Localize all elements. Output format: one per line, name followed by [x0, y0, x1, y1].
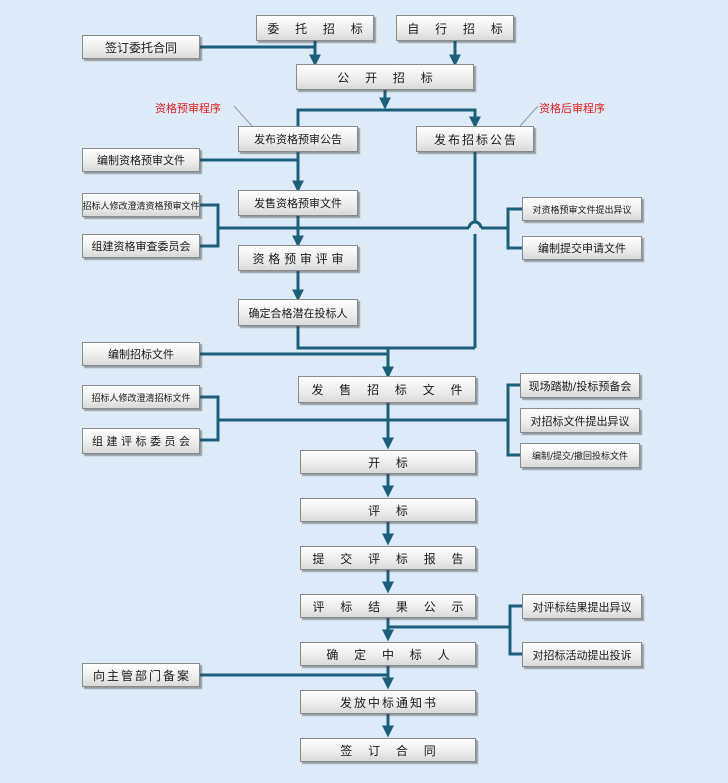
prequal-objection-box: 对资格预审文件提出异议 — [522, 197, 642, 221]
sign-entrust-contract-box: 签订委托合同 — [82, 35, 200, 59]
modify-tender-docs-box: 招标人修改澄清招标文件 — [82, 385, 200, 409]
publish-prequal-notice-box: 发布资格预审公告 — [238, 126, 358, 152]
open-tender-box: 公 开 招 标 — [296, 64, 474, 90]
tender-doc-objection-box: 对招标文件提出异议 — [520, 408, 640, 433]
compile-application-box: 编制提交申请文件 — [522, 236, 642, 260]
submit-eval-report-box: 提 交 评 标 报 告 — [300, 546, 476, 570]
result-objection-box: 对评标结果提出异议 — [522, 594, 642, 619]
form-eval-committee-box: 组 建 评 标 委 员 会 — [82, 428, 200, 454]
bid-evaluation-box: 评 标 — [300, 498, 476, 522]
publish-tender-notice-box: 发布招标公告 — [416, 126, 534, 152]
determine-qualified-box: 确定合格潜在投标人 — [238, 299, 358, 326]
modify-prequal-docs-box: 招标人修改澄清资格预审文件 — [82, 193, 200, 217]
sign-contract-box: 签 订 合 同 — [300, 738, 476, 762]
post-qual-procedure-label: 资格后审程序 — [539, 100, 605, 116]
file-with-authority-box: 向主管部门备案 — [82, 663, 200, 687]
bid-opening-box: 开 标 — [300, 450, 476, 474]
pre-qual-procedure-label: 资格预审程序 — [155, 100, 221, 116]
entrust-tender-box: 委 托 招 标 — [256, 15, 374, 41]
form-prequal-committee-box: 组建资格审查委员会 — [82, 234, 200, 258]
tender-complaint-box: 对招标活动提出投诉 — [522, 642, 642, 667]
prequal-review-box: 资 格 预 审 评 审 — [238, 245, 358, 271]
site-visit-box: 现场踏勘/投标预备会 — [520, 373, 640, 398]
sell-tender-docs-box: 发 售 招 标 文 件 — [298, 376, 476, 403]
compile-tender-docs-box: 编制招标文件 — [82, 342, 200, 366]
determine-winner-box: 确 定 中 标 人 — [300, 642, 476, 666]
compile-bid-docs-box: 编制/提交/撤回投标文件 — [520, 443, 640, 468]
self-tender-box: 自 行 招 标 — [396, 15, 514, 41]
publish-eval-result-box: 评 标 结 果 公 示 — [300, 594, 476, 618]
sell-prequal-docs-box: 发售资格预审文件 — [238, 190, 358, 216]
issue-award-notice-box: 发放中标通知书 — [300, 690, 476, 714]
compile-prequal-docs-box: 编制资格预审文件 — [82, 148, 200, 172]
